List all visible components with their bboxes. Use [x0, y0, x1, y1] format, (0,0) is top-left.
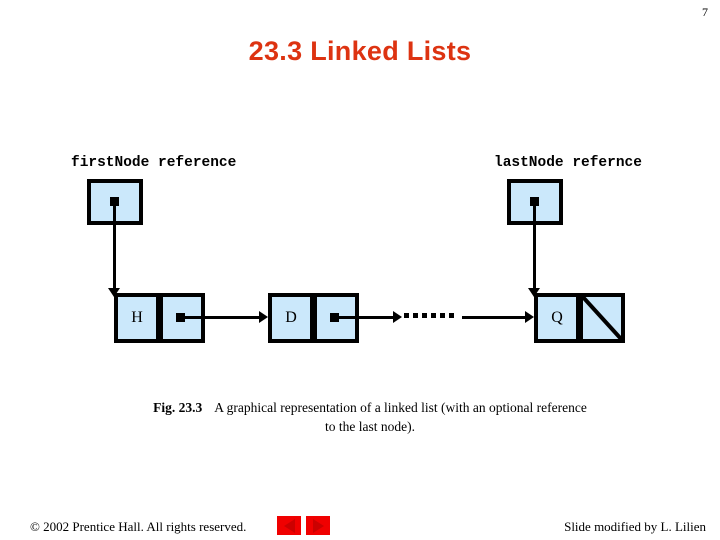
- last-reference-arrow-line: [533, 201, 536, 291]
- node-link-arrow-head: [259, 311, 268, 323]
- footer-copyright: © 2002 Prentice Hall. All rights reserve…: [30, 519, 247, 534]
- node-link-arrow-head: [525, 311, 534, 323]
- figure-caption: Fig. 23.3 A graphical representation of a…: [150, 398, 590, 436]
- triangle-right-icon: [312, 518, 324, 533]
- node-link-arrow-line: [334, 316, 396, 319]
- ellipsis-dot: [449, 313, 454, 318]
- first-reference-arrow-head: [108, 288, 120, 297]
- first-node-reference-label: firstNode reference: [71, 155, 237, 171]
- node-null-pointer-cell: [579, 293, 625, 343]
- first-reference-arrow-line: [113, 201, 116, 291]
- figure-number: Fig. 23.3: [153, 400, 203, 415]
- page-number: 7: [702, 5, 708, 19]
- node-data-cell: Q: [534, 293, 580, 343]
- last-reference-arrow-head: [528, 288, 540, 297]
- node-link-arrow-line: [462, 316, 528, 319]
- node-data-cell: D: [268, 293, 314, 343]
- triangle-left-icon: [283, 518, 295, 533]
- ellipsis-dot: [404, 313, 409, 318]
- node-data-cell: H: [114, 293, 160, 343]
- node-link-arrow-head: [393, 311, 402, 323]
- footer-credit: Slide modified by L. Lilien: [564, 519, 706, 534]
- previous-slide-button[interactable]: [277, 516, 301, 535]
- ellipsis-dot: [431, 313, 436, 318]
- ellipsis-dot: [422, 313, 427, 318]
- page-title: 23.3 Linked Lists: [248, 36, 472, 66]
- node-link-arrow-line: [180, 316, 262, 319]
- ellipsis-dot: [413, 313, 418, 318]
- next-slide-button[interactable]: [306, 516, 330, 535]
- last-node-reference-label: lastNode refernce: [494, 155, 642, 171]
- ellipsis-dot: [440, 313, 445, 318]
- figure-caption-text: A graphical representation of a linked l…: [214, 400, 587, 434]
- ellipsis-dots: [404, 313, 454, 318]
